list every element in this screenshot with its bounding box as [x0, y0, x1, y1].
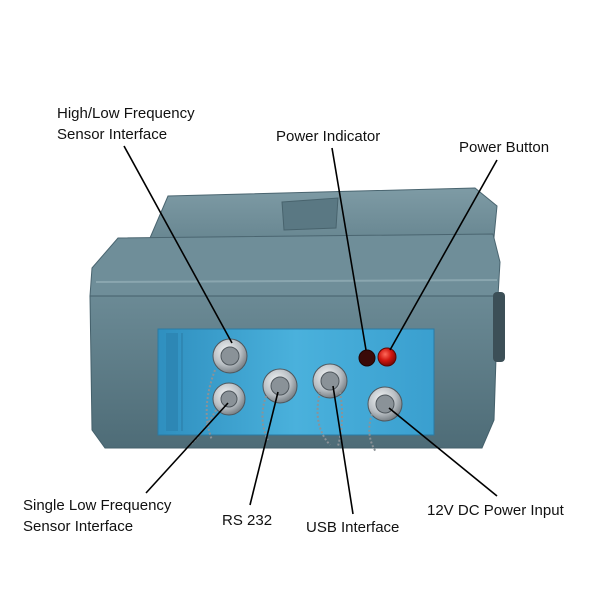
label-line: Sensor Interface: [23, 518, 134, 535]
label-power-indicator: Power Indicator: [276, 128, 381, 145]
leader-usb: [332, 385, 354, 515]
connector-single-low: [212, 382, 246, 416]
label-12v-dc-power-input: 12V DC Power Input: [427, 502, 564, 519]
panel-rail: [166, 333, 178, 431]
leader-dc-input: [388, 407, 498, 497]
label-single-low-frequency-sensor: Single Low Frequency Sensor Interface: [23, 495, 171, 537]
label-line: Single Low Frequency: [23, 497, 172, 514]
leader-power-indicator: [331, 147, 367, 351]
connector-dc-input: [367, 386, 403, 422]
label-line: High/Low Frequency: [57, 105, 195, 122]
label-power-button: Power Button: [459, 139, 550, 156]
lid-ridge: [95, 279, 498, 283]
side-latch: [493, 292, 505, 362]
connector-rs232: [262, 368, 298, 404]
leader-hilo: [123, 145, 233, 344]
leader-power-button: [389, 159, 498, 351]
leader-lines: [123, 145, 498, 515]
leader-single-low: [145, 402, 229, 494]
label-high-low-frequency-sensor: High/Low Frequency Sensor Interface: [57, 103, 195, 145]
connector-hilo: [212, 338, 248, 374]
label-usb-interface: USB Interface: [306, 519, 400, 536]
lid-plate: [281, 197, 339, 231]
leader-rs232: [249, 391, 279, 506]
connector-usb: [312, 363, 348, 399]
power-indicator-led: [358, 349, 376, 367]
label-line: Sensor Interface: [57, 126, 168, 143]
power-button-led: [377, 347, 397, 367]
label-rs232: RS 232: [222, 512, 273, 529]
